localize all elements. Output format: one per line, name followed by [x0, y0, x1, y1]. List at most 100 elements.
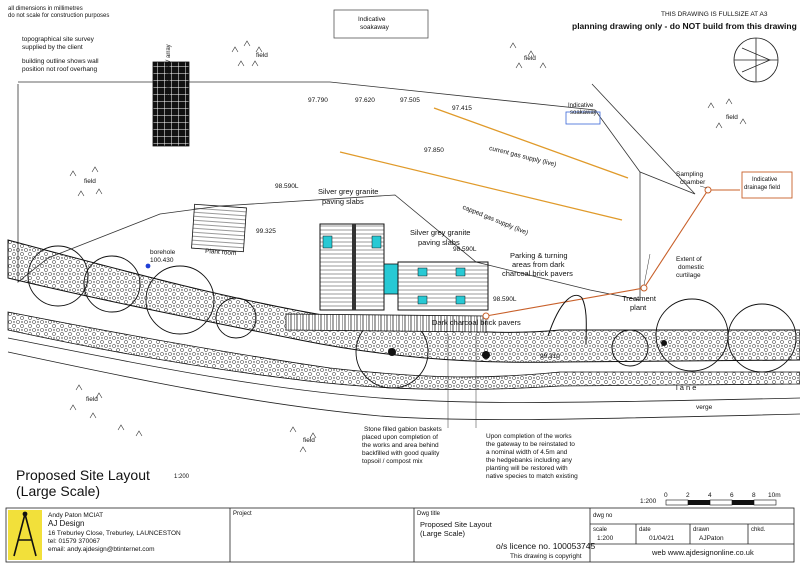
gateway-note-6: native species to match existing: [486, 473, 578, 480]
soakaway-label-top-2: soakaway: [360, 24, 389, 31]
pv-array-label: 6kW solar PV array: [166, 44, 172, 96]
gateway-note-5: planting will be restored with: [486, 465, 568, 472]
copyright-note: This drawing is copyright: [510, 553, 582, 560]
gateway-note-1: Upon completion of the works: [486, 433, 572, 440]
scale-tick: 10m: [768, 492, 781, 499]
drain-chambers: [482, 186, 712, 320]
spot-level: 98.590L: [453, 246, 477, 253]
curtilage-line: [547, 294, 587, 345]
lane-edge-1: [7, 337, 800, 403]
hedgerow-band: [7, 239, 800, 363]
note-outline-2: position not roof overhang: [22, 66, 98, 73]
curtilage-label-2: domestic: [678, 264, 705, 271]
lane-label: l a n e: [676, 383, 697, 392]
drawing-scale-note: 1:200: [174, 474, 190, 480]
spot-level: 99.310: [540, 353, 560, 360]
note-survey-2: supplied by the client: [22, 44, 83, 51]
spot-level: 97.850: [424, 147, 444, 154]
sampling-label-2: chamber: [680, 179, 706, 186]
soakaway-box-small: [565, 111, 601, 125]
north-arrow-icon: [733, 37, 779, 83]
curtilage-label-3: curtilage: [676, 272, 701, 279]
treatment-label-2: plant: [630, 303, 647, 312]
website: web www.ajdesignonline.co.uk: [652, 548, 754, 557]
paving-label-1b: paving slabs: [322, 197, 364, 206]
checked-label: chkd.: [751, 527, 766, 533]
spot-level: 98.590L: [275, 183, 299, 190]
os-licence: o/s licence no. 100053745: [496, 541, 596, 551]
company-address: 16 Treburley Close, Treburley, LAUNCESTO…: [48, 530, 181, 537]
parking-label-3: charcoal brick pavers: [502, 269, 573, 278]
field-label: field: [726, 114, 738, 121]
gateway-note-4: the hedgebanks including any: [486, 457, 573, 464]
drawn-label: drawn: [693, 527, 710, 533]
field-label: field: [84, 178, 96, 185]
gateway-note-3: a nominal width of 4.5m and: [486, 449, 568, 456]
pavers-label: Dark charcoal brick pavers: [432, 318, 521, 327]
dwg-title-2: (Large Scale): [420, 529, 466, 538]
company-tel: tel: 01579 370067: [48, 538, 101, 545]
dwg-title-1: Proposed Site Layout: [420, 520, 492, 529]
spot-level: 97.505: [400, 97, 420, 104]
borehole-label: borehole: [150, 249, 176, 256]
dwg-title-label: Dwg title: [417, 511, 441, 517]
verge-label: verge: [696, 404, 713, 411]
spot-level: 98.590L: [493, 296, 517, 303]
gabion-note-4: backfilled with good quality: [362, 450, 440, 457]
soakaway-box-top: [333, 9, 429, 39]
paving-label-1: Silver grey granite: [318, 187, 379, 196]
note-outline: building outline shows wall: [22, 58, 99, 65]
paving-label-2b: paving slabs: [418, 238, 460, 247]
gateway-note-2: the gateway to be reinstated to: [486, 441, 575, 448]
scale-tick: 2: [686, 492, 690, 499]
company-email: email: andy.ajdesign@btinternet.com: [48, 546, 155, 553]
company-name: AJ Design: [48, 519, 85, 528]
planning-warning: planning drawing only - do NOT build fro…: [572, 21, 797, 31]
curtilage-label-1: Extent of: [676, 256, 702, 263]
brick-pavers: [285, 313, 487, 333]
scale-tick: 6: [730, 492, 734, 499]
spot-level: 97.620: [355, 97, 375, 104]
tree-trunks: [388, 340, 667, 359]
date-label: date: [639, 527, 651, 533]
aj-design-logo-icon: [8, 510, 42, 560]
soakaway-label-top: Indicative: [358, 16, 386, 23]
treatment-label: Treatment: [622, 294, 656, 303]
building-main: [319, 223, 489, 311]
spot-level: 99.325: [256, 228, 276, 235]
spot-level: 97.790: [308, 97, 328, 104]
lane-edge-2: [7, 351, 800, 421]
leader-lines: [447, 185, 708, 428]
plant-room: [191, 203, 247, 253]
field-label: field: [256, 52, 268, 59]
title-block-frame: [5, 507, 795, 563]
note-survey: topographical site survey: [22, 36, 94, 43]
paving-label-2: Silver grey granite: [410, 228, 471, 237]
scale-tick: 4: [708, 492, 712, 499]
spot-level: 97.415: [452, 105, 472, 112]
scale-tick: 0: [664, 492, 668, 499]
gabion-note-3: the works and area behind: [362, 442, 439, 449]
gabion-note-5: topsoil / compost mix: [362, 458, 423, 465]
parking-label-1: Parking & turning: [510, 251, 568, 260]
borehole-point: [145, 263, 151, 269]
scale-tick: 8: [752, 492, 756, 499]
project-label: Project: [233, 511, 252, 517]
gabion-note-1: Stone filled gabion baskets: [364, 426, 442, 433]
soakaway-label-small: Indicative: [568, 103, 594, 109]
scale-bar-label: 1:200: [640, 498, 657, 505]
scale-label: scale: [593, 527, 608, 533]
date-value: 01/04/21: [649, 535, 675, 542]
sampling-label: Sampling: [676, 171, 704, 178]
note-dimensions: all dimensions in millimetres: [8, 6, 83, 12]
note-scale: do not scale for construction purposes: [8, 13, 110, 19]
field-symbols: [69, 40, 747, 453]
scale-value: 1:200: [597, 535, 614, 542]
field-label: field: [86, 396, 98, 403]
parking-label-2: areas from dark: [512, 260, 565, 269]
author-name: Andy Paton MCIAT: [48, 512, 104, 519]
soakaway-label-small-2: soakaway: [570, 110, 597, 116]
borehole-level: 100.430: [150, 257, 174, 264]
hedgerow-lower: [7, 311, 800, 390]
